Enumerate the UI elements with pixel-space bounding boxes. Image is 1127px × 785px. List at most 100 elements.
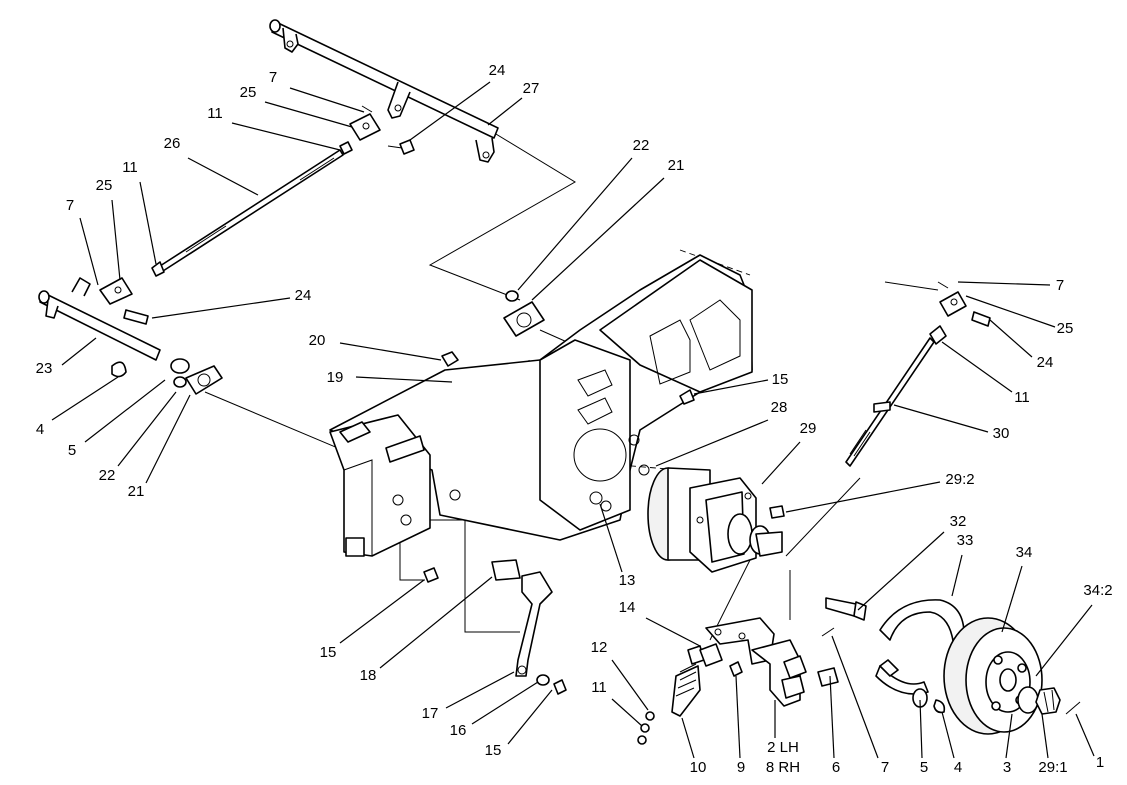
callout-label: 21 [128, 483, 145, 500]
callout-label: 34:2 [1083, 582, 1112, 599]
callout-label: 5 [920, 759, 928, 776]
left-bearing-stack [111, 358, 223, 395]
wheel-motor [647, 467, 785, 573]
callout-label: 22 [633, 137, 650, 154]
callout-leader [61, 337, 97, 366]
callout-leader [761, 441, 801, 485]
callout-label: 22 [99, 467, 116, 484]
callout-leader [139, 181, 157, 265]
callout-leader [965, 295, 1056, 328]
callout-leader [79, 217, 99, 286]
callout-label: 33 [957, 532, 974, 549]
callout-leader [599, 503, 623, 573]
callout-label: 7 [1056, 277, 1064, 294]
callout-leader [531, 177, 665, 301]
callout-label: 17 [422, 705, 439, 722]
callout-label: 25 [1057, 320, 1074, 337]
upper-rocker-shaft [269, 19, 499, 163]
main-frame [329, 254, 753, 557]
callout-leader [187, 157, 259, 196]
callout-leader [893, 404, 989, 433]
callout-label: 24 [295, 287, 312, 304]
upper-bearing [503, 290, 545, 337]
callout-leader [409, 81, 491, 141]
callout-leader [919, 699, 923, 759]
callout-leader [941, 711, 955, 759]
callout-label: 11 [1014, 389, 1030, 406]
callout-label: 25 [96, 177, 113, 194]
callout-leader [339, 579, 425, 644]
callout-label: 18 [360, 667, 377, 684]
callout-leader [231, 122, 341, 151]
callout-leader [735, 675, 741, 759]
callout-leader [111, 199, 121, 281]
brake-lever-bracket [705, 617, 839, 707]
callout-label: 24 [1037, 354, 1054, 371]
callout-label: 23 [36, 360, 53, 377]
callout-leader [1075, 713, 1095, 757]
callout-label: 12 [591, 639, 608, 656]
callout-leader [681, 717, 695, 759]
callout-leader [611, 659, 649, 711]
callout-leader [693, 379, 769, 395]
callout-label: 6 [832, 759, 840, 776]
callout-label: 9 [737, 759, 745, 776]
callout-leaders [51, 81, 1095, 759]
bolt-32 [825, 597, 867, 621]
callout-leader [785, 481, 941, 513]
callout-label: 4 [36, 421, 44, 438]
lower-control-arm [423, 559, 567, 695]
callout-label: 21 [668, 157, 685, 174]
callout-label: 25 [240, 84, 257, 101]
callout-leader [951, 554, 963, 597]
upper-clevis-assembly [339, 105, 415, 155]
callout-label: 16 [450, 722, 467, 739]
callout-leader [117, 391, 177, 467]
callout-label: 10 [690, 759, 707, 776]
callout-label: 7 [881, 759, 889, 776]
callout-leader [857, 531, 945, 611]
callout-label: 3 [1003, 759, 1011, 776]
callout-leader [1001, 565, 1023, 633]
callout-label: 27 [523, 80, 540, 97]
callout-leader [957, 281, 1051, 286]
callout-leader [517, 157, 633, 291]
callout-label: 7 [66, 197, 74, 214]
callout-label: 8 RH [766, 759, 800, 776]
callout-label: 15 [485, 742, 502, 759]
callout-label: 11 [591, 679, 607, 696]
callout-label: 11 [122, 159, 138, 176]
upper-control-rod [151, 149, 344, 277]
callout-leader [339, 342, 442, 361]
callout-label: 32 [950, 513, 967, 530]
callout-leader [507, 689, 553, 745]
callout-leader [831, 635, 879, 759]
lower-rocker-shaft [38, 277, 161, 361]
pivot-pin-14 [699, 643, 723, 667]
callout-label: 15 [772, 371, 789, 388]
callout-leader [645, 617, 701, 647]
callout-label: 14 [619, 599, 636, 616]
spring-damper [637, 645, 705, 745]
callout-label: 2 LH [767, 739, 799, 756]
callout-leader [264, 101, 353, 128]
callout-leader [1041, 713, 1049, 759]
callout-leader [151, 297, 291, 319]
callout-leader [989, 319, 1033, 358]
right-control-rod [845, 281, 991, 467]
callout-leader [51, 376, 119, 421]
callout-leader [289, 87, 365, 113]
callout-label: 19 [327, 369, 344, 386]
brake-drum-hub [943, 617, 1043, 735]
callout-label: 29:1 [1038, 759, 1067, 776]
frame-bolt-15 [679, 389, 695, 405]
callout-leader [355, 376, 453, 383]
callout-label: 7 [269, 69, 277, 86]
callout-leader [145, 394, 191, 484]
callout-label: 5 [68, 442, 76, 459]
callout-label: 13 [619, 572, 636, 589]
callout-leader [379, 576, 493, 669]
callout-label: 15 [320, 644, 337, 661]
